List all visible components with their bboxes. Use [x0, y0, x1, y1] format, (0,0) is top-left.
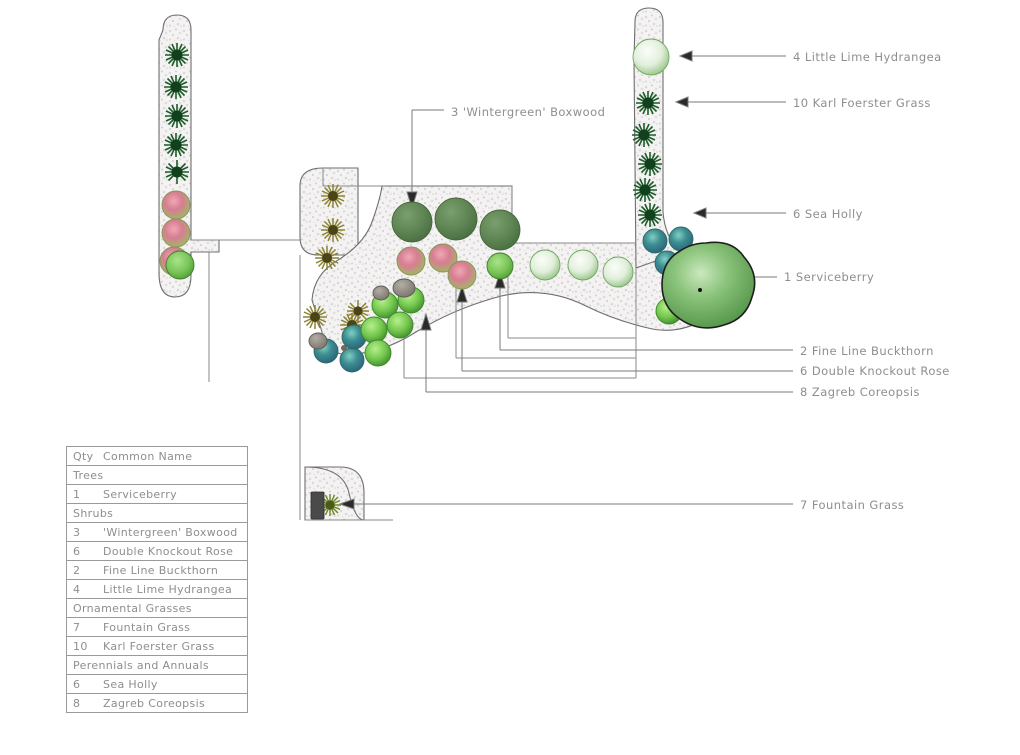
- symbol-group-serviceberry: [661, 241, 756, 329]
- fountain-grass-icon: [303, 305, 327, 329]
- zagreb-coreopsis-icon: [364, 339, 392, 367]
- wintergreen-boxwood-icon: [434, 197, 478, 241]
- symbol-group-wintergreen-boxwood: [391, 197, 521, 251]
- schedule-qty: 7: [73, 620, 81, 634]
- fountain-grass-icon: [321, 218, 345, 242]
- callout-fountain-grass: 7 Fountain Grass: [800, 498, 905, 512]
- callout-double-knockout-rose: 6 Double Knockout Rose: [800, 364, 950, 378]
- schedule-name: Serviceberry: [103, 487, 177, 501]
- zagreb-coreopsis-icon: [360, 316, 388, 344]
- fountain-grass-icon: [315, 246, 339, 270]
- karl-foerster-grass-icon: [632, 123, 656, 147]
- schedule-group-trees: Trees: [67, 466, 247, 485]
- callout-zagreb-coreopsis: 8 Zagreb Coreopsis: [800, 385, 920, 399]
- schedule-row-serviceberry: 1 Serviceberry: [67, 485, 247, 504]
- schedule-group-label: Shrubs: [73, 506, 114, 520]
- fine-line-buckthorn-icon: [165, 250, 195, 280]
- little-lime-hydrangea-icon: [567, 249, 599, 281]
- boulder-icon: [341, 345, 347, 351]
- karl-foerster-grass-icon: [164, 133, 188, 157]
- schedule-header-name: Common Name: [103, 449, 193, 463]
- symbol-group-little-lime-hydrangea: [529, 38, 670, 288]
- schedule-qty: 6: [73, 677, 81, 691]
- serviceberry-icon: [661, 241, 756, 329]
- schedule-name: Karl Foerster Grass: [103, 639, 215, 653]
- karl-foerster-grass-icon: [165, 43, 189, 67]
- schedule-name: Sea Holly: [103, 677, 158, 691]
- schedule-row-karl-foerster-grass: 10 Karl Foerster Grass: [67, 637, 247, 656]
- double-knockout-rose-icon: [396, 246, 426, 276]
- schedule-group-perennials-and-annuals: Perennials and Annuals: [67, 656, 247, 675]
- fine-line-buckthorn-icon: [486, 252, 514, 280]
- schedule-group-shrubs: Shrubs: [67, 504, 247, 523]
- karl-foerster-grass-icon: [164, 75, 188, 99]
- little-lime-hydrangea-icon: [632, 38, 670, 76]
- schedule-group-ornamental-grasses: Ornamental Grasses: [67, 599, 247, 618]
- callout-sea-holly: 6 Sea Holly: [793, 207, 863, 221]
- callout-wintergreen-boxwood: 3 'Wintergreen' Boxwood: [451, 105, 606, 119]
- wintergreen-boxwood-icon: [391, 201, 433, 243]
- karl-foerster-grass-icon: [638, 203, 662, 227]
- symbol-group-boulders: [308, 278, 416, 351]
- karl-foerster-grass-icon: [165, 160, 189, 184]
- schedule-group-label: Perennials and Annuals: [73, 658, 209, 672]
- hardscape-outlines: [191, 168, 637, 521]
- schedule-row-sea-holly: 6 Sea Holly: [67, 675, 247, 694]
- double-knockout-rose-icon: [161, 190, 191, 220]
- schedule-qty: 6: [73, 544, 81, 558]
- schedule-row-zagreb-coreopsis: 8 Zagreb Coreopsis: [67, 694, 247, 713]
- schedule-name: 'Wintergreen' Boxwood: [103, 525, 238, 539]
- callout-karl-foerster-grass: 10 Karl Foerster Grass: [793, 96, 931, 110]
- schedule-qty: 4: [73, 582, 81, 596]
- callout-serviceberry: 1 Serviceberry: [784, 270, 875, 284]
- utility-box-icon: [310, 491, 325, 520]
- sea-holly-icon: [339, 347, 365, 373]
- little-lime-hydrangea-icon: [602, 256, 634, 288]
- schedule-group-label: Trees: [73, 468, 104, 482]
- double-knockout-rose-icon: [428, 243, 458, 273]
- fountain-grass-icon: [347, 300, 369, 322]
- karl-foerster-grass-icon: [636, 91, 660, 115]
- schedule-qty: 8: [73, 696, 81, 710]
- schedule-row-little-lime-hydrangea: 4 Little Lime Hydrangea: [67, 580, 247, 599]
- schedule-row-double-knockout-rose: 6 Double Knockout Rose: [67, 542, 247, 561]
- karl-foerster-grass-icon: [633, 178, 657, 202]
- double-knockout-rose-icon: [447, 260, 477, 290]
- little-lime-hydrangea-icon: [529, 249, 561, 281]
- symbol-group-karl-foerster-grass: [164, 43, 662, 227]
- schedule-qty: 10: [73, 639, 88, 653]
- schedule-qty: 3: [73, 525, 81, 539]
- schedule-name: Fountain Grass: [103, 620, 191, 634]
- schedule-header-qty: Qty: [73, 449, 94, 463]
- schedule-row-fine-line-buckthorn: 2 Fine Line Buckthorn: [67, 561, 247, 580]
- callout-fine-line-buckthorn: 2 Fine Line Buckthorn: [800, 344, 934, 358]
- karl-foerster-grass-icon: [165, 104, 189, 128]
- bed-mid-left: [299, 167, 359, 256]
- schedule-name: Fine Line Buckthorn: [103, 563, 219, 577]
- boulder-icon: [392, 278, 416, 298]
- double-knockout-rose-icon: [161, 218, 191, 248]
- schedule-row-fountain-grass: 7 Fountain Grass: [67, 618, 247, 637]
- fountain-grass-icon: [321, 184, 345, 208]
- schedule-qty: 2: [73, 563, 81, 577]
- schedule-header-row: Qty Common Name: [67, 447, 247, 466]
- schedule-row-wintergreen-boxwood: 3 'Wintergreen' Boxwood: [67, 523, 247, 542]
- schedule-name: Zagreb Coreopsis: [103, 696, 206, 710]
- zagreb-coreopsis-icon: [386, 311, 414, 339]
- wintergreen-boxwood-icon: [479, 209, 521, 251]
- boulder-icon: [372, 285, 390, 301]
- boulder-icon: [308, 332, 328, 350]
- sea-holly-icon: [642, 228, 668, 254]
- plant-schedule-table: Qty Common Name Trees 1 Serviceberry Shr…: [66, 446, 248, 713]
- schedule-group-label: Ornamental Grasses: [73, 601, 192, 615]
- symbol-group-fine-line-buckthorn: [165, 250, 514, 280]
- schedule-name: Little Lime Hydrangea: [103, 582, 233, 596]
- schedule-name: Double Knockout Rose: [103, 544, 234, 558]
- schedule-qty: 1: [73, 487, 81, 501]
- karl-foerster-grass-icon: [638, 152, 662, 176]
- callout-little-lime-hydrangea: 4 Little Lime Hydrangea: [793, 50, 942, 64]
- bed-bottom-arc: [304, 466, 365, 521]
